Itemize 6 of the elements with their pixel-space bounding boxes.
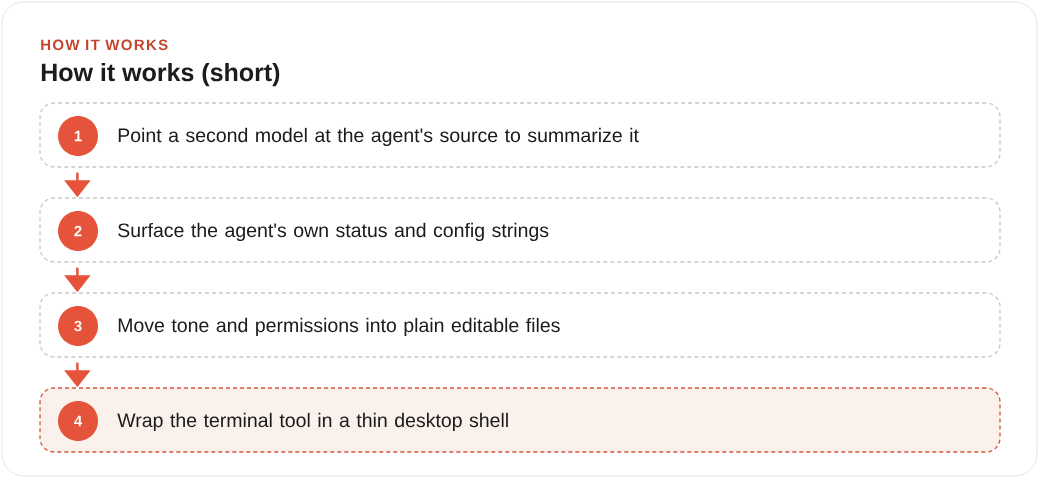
number-badge: 4 (58, 401, 98, 441)
title: How it works (short) (41, 62, 280, 87)
number-badge: 2 (58, 211, 98, 251)
eyebrow-label: HOW IT WORKS (41, 39, 168, 51)
number-badge: 1 (58, 116, 98, 156)
number-badge: 3 (58, 306, 98, 346)
